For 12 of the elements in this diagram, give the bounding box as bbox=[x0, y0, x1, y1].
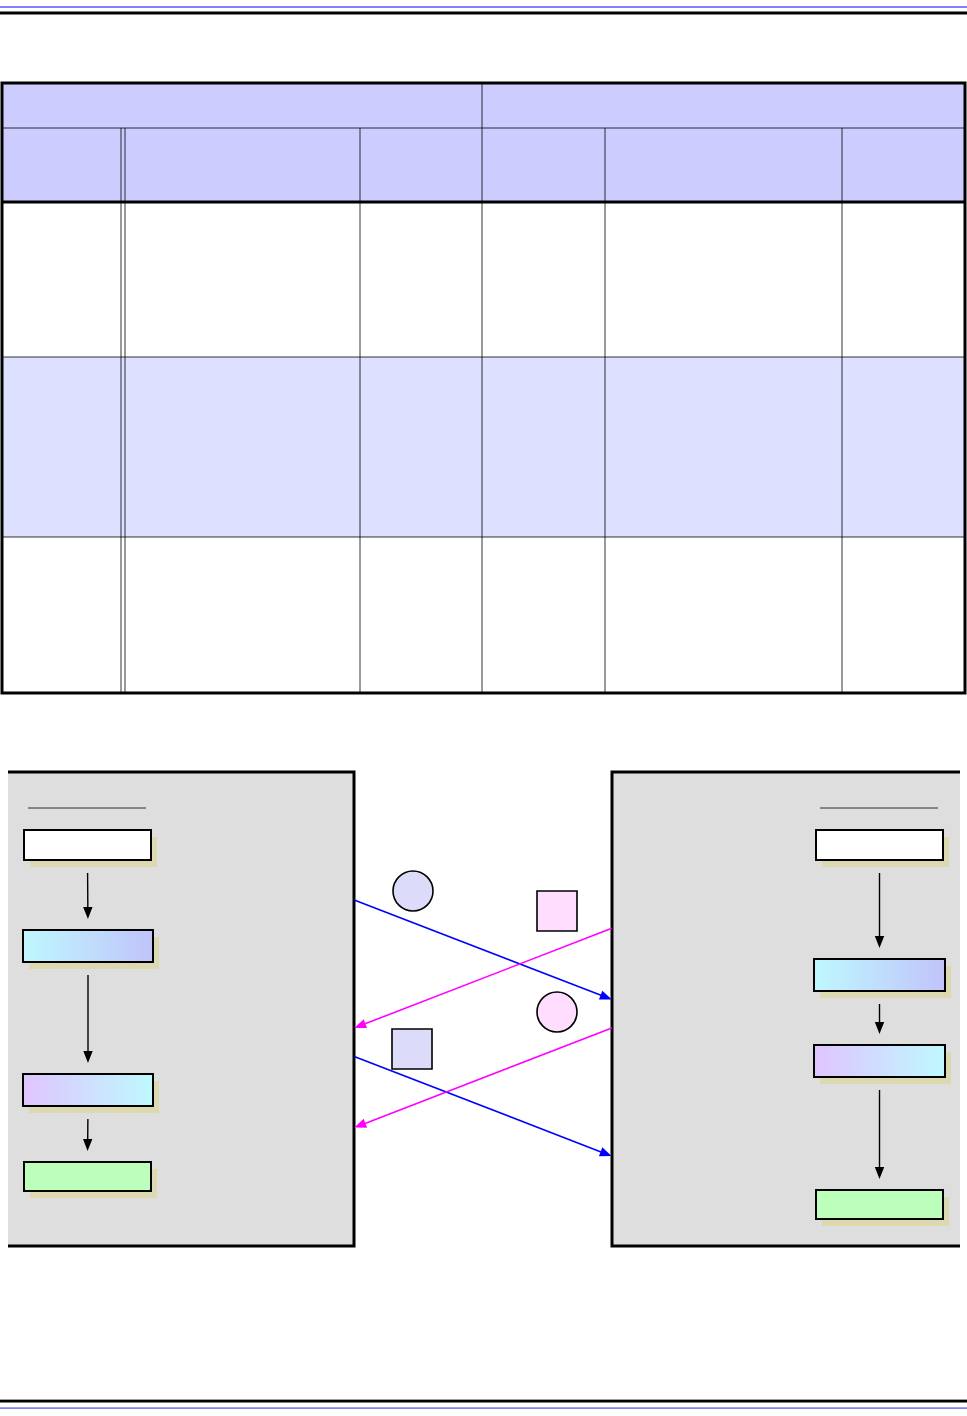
process-box bbox=[22, 1073, 159, 1113]
process-box bbox=[815, 829, 949, 867]
process-box bbox=[813, 1044, 951, 1084]
process-box bbox=[813, 958, 951, 998]
square-symbol bbox=[391, 1028, 433, 1070]
circle-symbol bbox=[392, 870, 434, 912]
process-box bbox=[22, 929, 159, 969]
square-symbol bbox=[536, 890, 578, 932]
process-box bbox=[23, 1161, 157, 1198]
circle-symbol bbox=[536, 991, 578, 1033]
process-box bbox=[23, 829, 157, 867]
process-box bbox=[815, 1189, 949, 1226]
